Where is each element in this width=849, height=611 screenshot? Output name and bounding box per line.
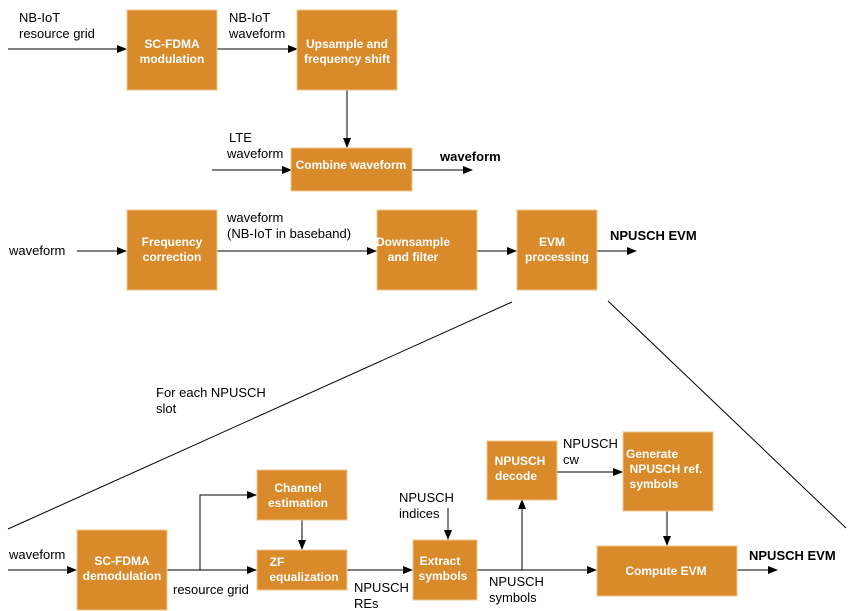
label-line: LTE — [229, 130, 252, 145]
block-line: Generate — [626, 447, 678, 461]
block-line: Channel — [274, 481, 321, 495]
label-line: resource grid — [19, 26, 95, 41]
svg-text:Compute EVM: Compute EVM — [625, 564, 706, 578]
output-npusch-evm: NPUSCH EVM — [610, 228, 697, 243]
label-input-waveform: waveform — [8, 243, 65, 258]
block-line: estimation — [268, 496, 328, 510]
output-waveform: waveform — [439, 149, 501, 164]
block-line: Upsample and — [306, 37, 388, 51]
label-line: NB-IoT — [19, 10, 60, 25]
block-line: NPUSCH — [495, 454, 546, 468]
block-line: processing — [525, 250, 589, 264]
label-line: waveform — [226, 210, 283, 225]
block-line: Compute EVM — [625, 564, 706, 578]
label-line: indices — [399, 506, 440, 521]
block-line: SC-FDMA — [144, 37, 200, 51]
svg-text:Combine waveform: Combine waveform — [296, 158, 407, 172]
zoom-line-right — [607, 300, 847, 529]
block-line: ZF — [270, 555, 285, 569]
block-line: modulation — [140, 52, 205, 66]
block-line: equalization — [269, 570, 338, 584]
label-waveform-baseband: waveform(NB-IoT in baseband) — [226, 210, 351, 241]
block-line: Combine waveform — [296, 158, 407, 172]
block-line: correction — [143, 250, 202, 264]
label-line: NB-IoT — [229, 10, 270, 25]
block-line: SC-FDMA — [94, 554, 150, 568]
label-line: slot — [156, 401, 177, 416]
label-line: NPUSCH — [399, 490, 454, 505]
label-resource-grid: resource grid — [173, 582, 249, 597]
block-line: demodulation — [83, 569, 162, 583]
label-line: For each NPUSCH — [156, 385, 266, 400]
block-line: symbols — [419, 569, 468, 583]
arrow-grid-to-channel-est — [199, 491, 257, 570]
block-line: NPUSCH ref. — [630, 462, 703, 476]
block-compute-evm: Compute EVM — [596, 545, 738, 597]
block-combine-waveform: Combine waveform — [290, 147, 413, 192]
label-input-waveform-slot: waveform — [8, 547, 65, 562]
block-line: EVM — [539, 235, 565, 249]
block-line: Downsample — [376, 235, 450, 249]
label-line: waveform — [228, 26, 285, 41]
block-line: decode — [495, 469, 537, 483]
zoom-line-left — [7, 301, 513, 530]
label-line: cw — [563, 452, 580, 467]
label-line: NPUSCH — [354, 580, 409, 595]
label-line: waveform — [226, 146, 283, 161]
block-line: symbols — [630, 477, 679, 491]
connectors — [7, 45, 847, 574]
block-line: Extract — [420, 554, 461, 568]
block-line: Frequency — [142, 235, 203, 249]
label-line: NPUSCH — [563, 436, 618, 451]
label-line: (NB-IoT in baseband) — [227, 226, 351, 241]
block-line: frequency shift — [304, 52, 390, 66]
label-line: symbols — [489, 590, 537, 605]
label-line: NPUSCH — [489, 574, 544, 589]
block-line: and filter — [388, 250, 439, 264]
output-npusch-evm-slot: NPUSCH EVM — [749, 548, 836, 563]
label-line: REs — [354, 596, 379, 611]
